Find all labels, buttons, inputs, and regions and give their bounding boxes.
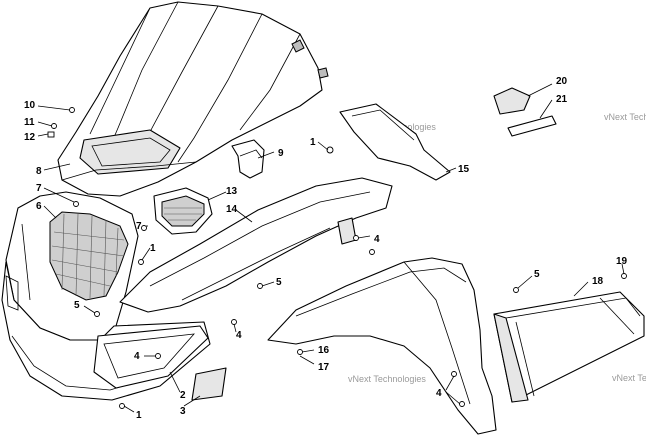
side-panel-part: [119, 177, 393, 313]
callout-8: 8: [36, 166, 42, 177]
callout-12: 12: [24, 132, 36, 143]
callout-4: 4: [436, 388, 442, 399]
callout-4: 4: [236, 330, 242, 341]
watermark-text: vNext Technologies: [348, 374, 426, 384]
callout-3: 3: [180, 406, 186, 417]
callout-4: 4: [134, 351, 140, 362]
callout-4: 4: [374, 234, 380, 245]
watermark-text: vNext Technologies: [612, 373, 646, 383]
callout-1: 1: [150, 243, 156, 254]
callout-5: 5: [276, 277, 282, 288]
bracket-part: [231, 139, 265, 179]
callout-20: 20: [556, 76, 568, 87]
callout-19: 19: [616, 256, 628, 267]
callout-16: 16: [318, 345, 330, 356]
badge-part: [493, 87, 531, 115]
callout-11: 11: [24, 117, 35, 128]
callout-labels: 10 11 12 8 7 6 9 13 14 7 1 5 5 4 4 2 3 1…: [24, 76, 628, 421]
callout-6: 6: [36, 201, 42, 212]
small-grille-part: [153, 187, 213, 235]
callout-9: 9: [278, 148, 284, 159]
fender-part: [267, 257, 497, 435]
callout-21: 21: [556, 94, 568, 105]
callout-17: 17: [318, 362, 330, 373]
strip-part: [507, 115, 557, 137]
plate-part: [191, 367, 227, 401]
side-box-part: [493, 291, 645, 403]
leader-lines: [37, 83, 625, 413]
lamp-part: [93, 325, 209, 389]
callout-7: 7: [36, 183, 42, 194]
callout-5: 5: [74, 300, 80, 311]
callout-1: 1: [310, 137, 316, 148]
hood-part: [57, 1, 329, 197]
callout-7: 7: [136, 221, 142, 232]
callout-1: 1: [136, 410, 142, 421]
callout-13: 13: [226, 186, 238, 197]
callout-5: 5: [534, 269, 540, 280]
callout-18: 18: [592, 276, 604, 287]
callout-10: 10: [24, 100, 36, 111]
callout-2: 2: [180, 390, 186, 401]
grille-mesh-part: [49, 211, 129, 301]
watermark-text: vNext Technologies: [604, 112, 646, 122]
panel-part: [339, 103, 451, 181]
callout-14: 14: [226, 204, 238, 215]
callout-15: 15: [458, 164, 470, 175]
